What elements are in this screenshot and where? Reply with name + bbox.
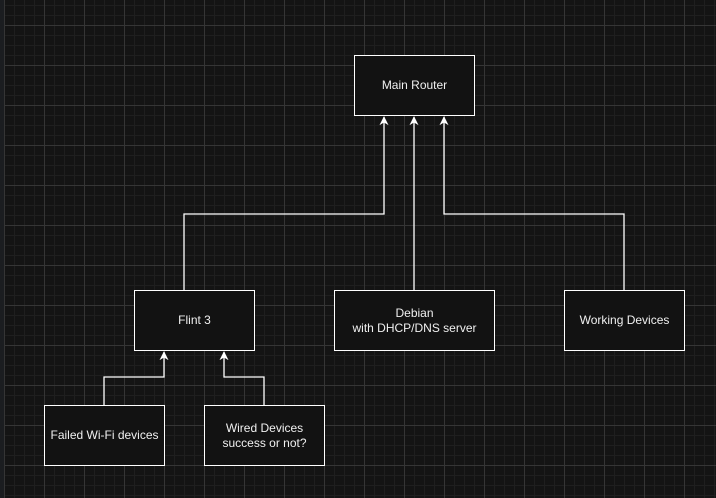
- node-failed-wifi[interactable]: Failed Wi-Fi devices: [44, 405, 165, 466]
- edge-failed-wifi-to-flint3[interactable]: [103, 351, 169, 405]
- edge-wired-devices-to-flint3[interactable]: [219, 351, 265, 405]
- node-wired-devices[interactable]: Wired Devices success or not?: [204, 405, 325, 466]
- edge-working-devices-to-main-router[interactable]: [439, 116, 625, 290]
- left-border: [0, 0, 4, 498]
- edge-flint3-to-main-router[interactable]: [183, 116, 389, 290]
- node-working-devices[interactable]: Working Devices: [564, 290, 685, 351]
- node-main-router[interactable]: Main Router: [354, 55, 475, 116]
- node-debian[interactable]: Debian with DHCP/DNS server: [334, 290, 495, 351]
- node-flint3[interactable]: Flint 3: [134, 290, 255, 351]
